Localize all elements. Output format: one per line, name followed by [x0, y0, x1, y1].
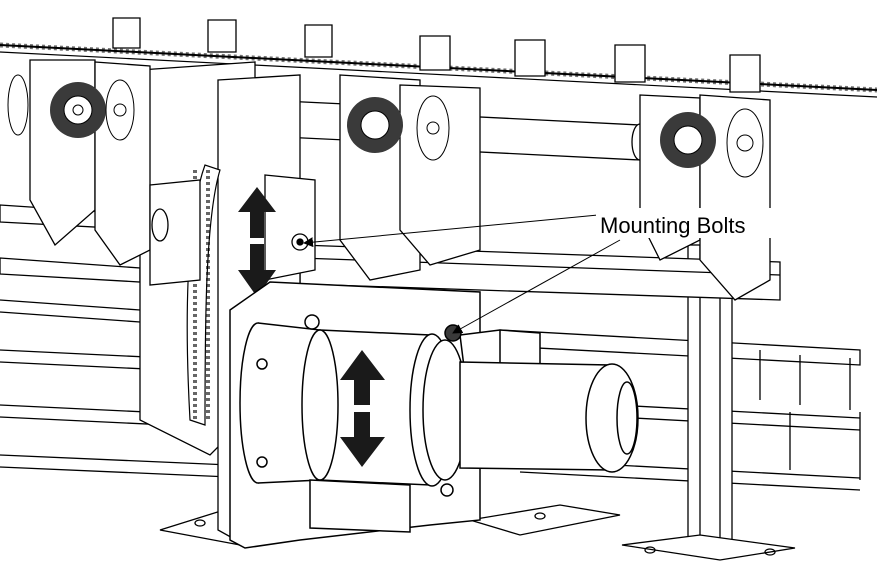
adjust-arrow-upper [238, 187, 276, 297]
callout-mounting-bolts: Mounting Bolts [600, 213, 746, 238]
adjust-arrow-motor [340, 350, 385, 467]
chain-flights [112, 17, 761, 93]
callout-leaders [303, 214, 621, 334]
sprockets [7, 74, 764, 178]
upper-bearing-block [149, 174, 316, 286]
callout-label-bg [596, 208, 778, 238]
